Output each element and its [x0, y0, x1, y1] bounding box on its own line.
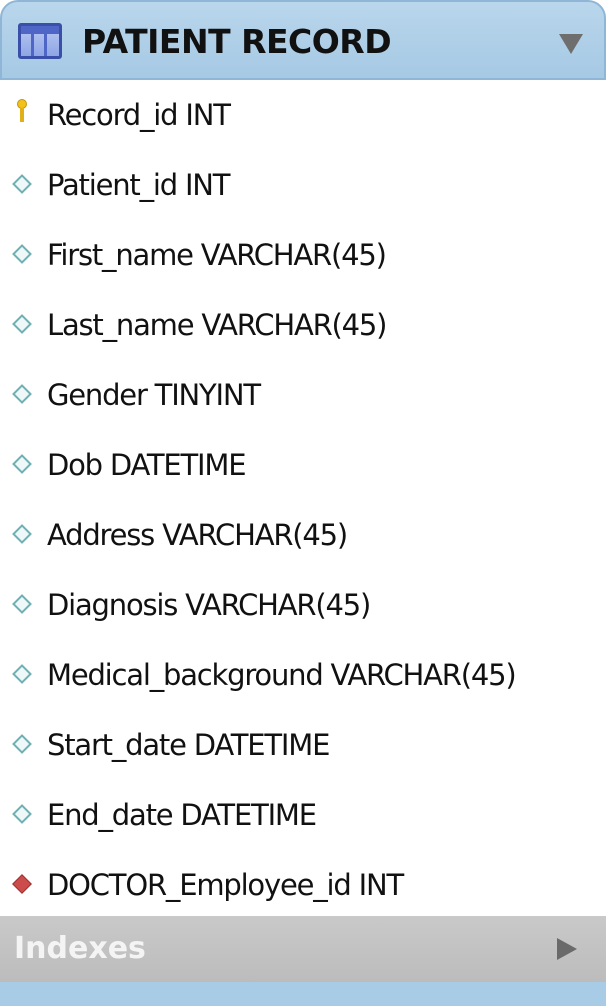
column-row-last-name[interactable]: Last_name VARCHAR(45) [0, 290, 606, 360]
table-title: PATIENT RECORD [82, 22, 392, 61]
column-diamond-icon [12, 594, 32, 614]
column-diamond-icon [12, 244, 32, 264]
column-row-address[interactable]: Address VARCHAR(45) [0, 500, 606, 570]
column-label: Start_date DATETIME [47, 728, 330, 762]
column-label: Medical_background VARCHAR(45) [47, 658, 517, 692]
column-diamond-icon [12, 314, 32, 334]
indexes-label: Indexes [14, 931, 146, 966]
column-diamond-icon [12, 454, 32, 474]
column-diamond-icon [12, 174, 32, 194]
column-diamond-icon [12, 524, 32, 544]
column-diamond-icon [12, 734, 32, 754]
column-diamond-icon [12, 664, 32, 684]
column-label: DOCTOR_Employee_id INT [47, 868, 404, 902]
column-label: Last_name VARCHAR(45) [47, 308, 387, 342]
column-list: Record_id INT Patient_id INT First_name … [0, 80, 606, 916]
column-row-first-name[interactable]: First_name VARCHAR(45) [0, 220, 606, 290]
column-row-patient-id[interactable]: Patient_id INT [0, 150, 606, 220]
column-row-start-date[interactable]: Start_date DATETIME [0, 710, 606, 780]
expand-arrow-icon[interactable] [557, 938, 577, 960]
column-label: End_date DATETIME [47, 798, 317, 832]
column-label: Address VARCHAR(45) [47, 518, 348, 552]
column-diamond-icon [12, 384, 32, 404]
column-diamond-icon [12, 804, 32, 824]
column-row-diagnosis[interactable]: Diagnosis VARCHAR(45) [0, 570, 606, 640]
column-label: Diagnosis VARCHAR(45) [47, 588, 371, 622]
column-row-medical-background[interactable]: Medical_background VARCHAR(45) [0, 640, 606, 710]
table-footer [0, 982, 606, 1006]
primary-key-icon [17, 99, 27, 123]
table-icon [18, 23, 62, 59]
column-row-end-date[interactable]: End_date DATETIME [0, 780, 606, 850]
column-label: First_name VARCHAR(45) [47, 238, 387, 272]
column-row-doctor-employee-id[interactable]: DOCTOR_Employee_id INT [0, 850, 606, 920]
column-row-gender[interactable]: Gender TINYINT [0, 360, 606, 430]
column-label: Gender TINYINT [47, 378, 261, 412]
indexes-section-toggle[interactable]: Indexes [0, 916, 606, 982]
column-label: Dob DATETIME [47, 448, 247, 482]
foreign-key-icon [12, 874, 32, 894]
column-row-record-id[interactable]: Record_id INT [0, 80, 606, 150]
column-label: Patient_id INT [47, 168, 231, 202]
collapse-arrow-icon[interactable] [559, 34, 583, 54]
table-header[interactable]: PATIENT RECORD [0, 0, 606, 80]
column-row-dob[interactable]: Dob DATETIME [0, 430, 606, 500]
column-label: Record_id INT [47, 98, 231, 132]
